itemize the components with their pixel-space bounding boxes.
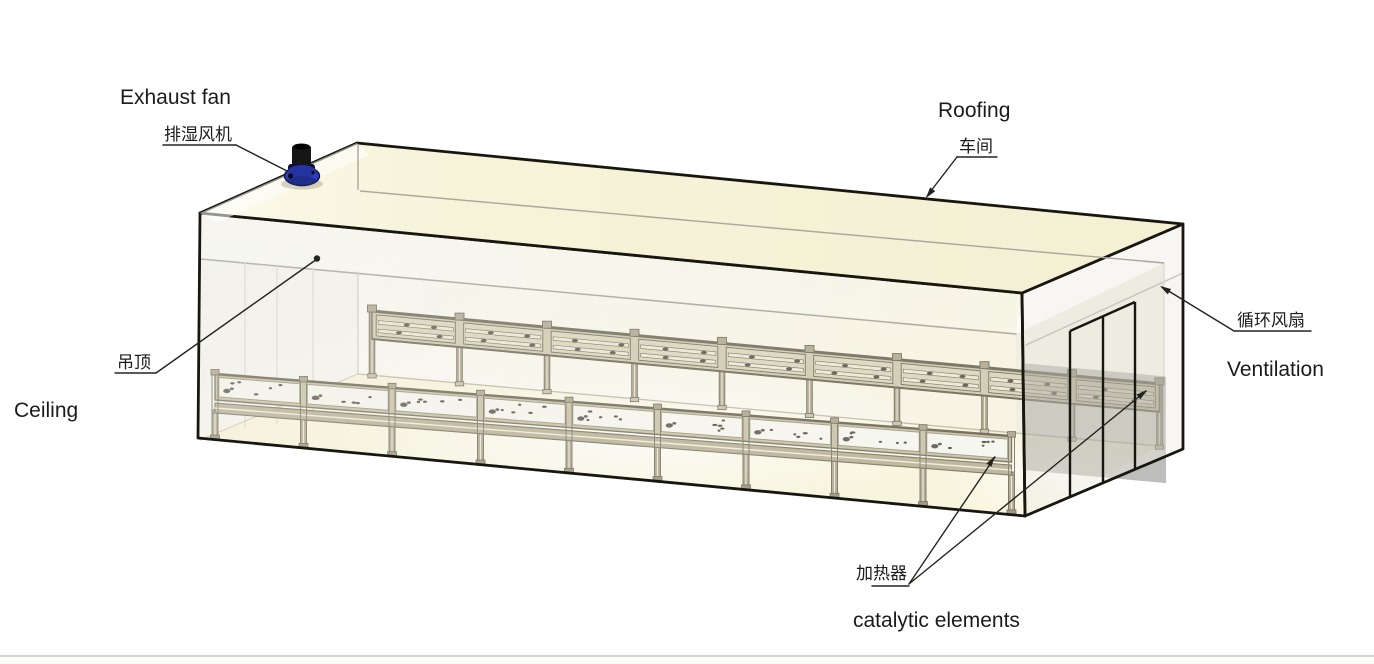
upper-rack-foot bbox=[1154, 444, 1165, 450]
leader-roofing bbox=[926, 156, 998, 198]
arrowhead-ventilation bbox=[1160, 286, 1172, 295]
label-ceiling-zh: 吊顶 bbox=[117, 353, 151, 372]
slat-clip bbox=[1093, 395, 1100, 399]
slat-clip bbox=[1051, 391, 1058, 395]
label-ventilation-en: Ventilation bbox=[1227, 358, 1324, 381]
leader-exhaust-fan bbox=[162, 144, 288, 172]
arrowhead-roofing bbox=[926, 187, 936, 198]
fan-port bbox=[287, 173, 294, 179]
ceiling-right-wall-junction bbox=[1025, 272, 1184, 346]
bottom-margin bbox=[0, 657, 1374, 664]
label-exhaust-fan-en: Exhaust fan bbox=[120, 86, 231, 109]
leader-ventilation-line bbox=[1161, 286, 1235, 332]
label-ventilation-zh: 循环风扇 bbox=[1237, 311, 1305, 330]
upper-rack-foot bbox=[1067, 436, 1077, 442]
leader-ceiling-line bbox=[155, 258, 318, 374]
leader-exhaust-fan-line bbox=[235, 144, 288, 172]
dot-ceiling bbox=[313, 255, 321, 262]
suspended-ceiling-back-edge bbox=[359, 190, 1165, 264]
label-ceiling-en: Ceiling bbox=[14, 399, 79, 422]
label-roofing-zh: 车间 bbox=[959, 137, 993, 156]
upper-rack-post-cap bbox=[1154, 377, 1165, 386]
fan-motor-top bbox=[293, 143, 310, 150]
fan-base-shade bbox=[287, 176, 317, 186]
leader-heaters bbox=[871, 390, 1147, 587]
leader-heaters-line-2 bbox=[908, 390, 1147, 585]
fan-base-top bbox=[288, 165, 316, 178]
exhaust-fan-unit bbox=[281, 143, 323, 190]
front-glass-wall bbox=[198, 213, 1025, 516]
label-heaters-en: catalytic elements bbox=[853, 609, 1020, 632]
leader-lines bbox=[114, 144, 1312, 587]
leader-ceiling bbox=[114, 255, 321, 374]
roof-left-lip bbox=[200, 143, 369, 223]
arrowhead-heaters-2 bbox=[1136, 390, 1147, 400]
slat-clip bbox=[1044, 382, 1051, 386]
sliding-door-frame bbox=[1068, 300, 1137, 497]
label-exhaust-fan-zh: 排湿风机 bbox=[164, 125, 232, 144]
upper-rack-post-cap bbox=[1067, 369, 1077, 378]
arrowhead-heaters-1 bbox=[986, 456, 995, 467]
upper-rack-shaded-section bbox=[1025, 363, 1166, 484]
leader-heaters-line-1 bbox=[908, 456, 996, 585]
fan-bolt bbox=[311, 170, 315, 175]
fan-motor bbox=[292, 146, 311, 169]
leader-ventilation bbox=[1160, 286, 1312, 332]
door-top-rail bbox=[1069, 300, 1136, 333]
label-heaters-zh: 加热器 bbox=[856, 564, 907, 583]
label-roofing-en: Roofing bbox=[938, 99, 1011, 122]
